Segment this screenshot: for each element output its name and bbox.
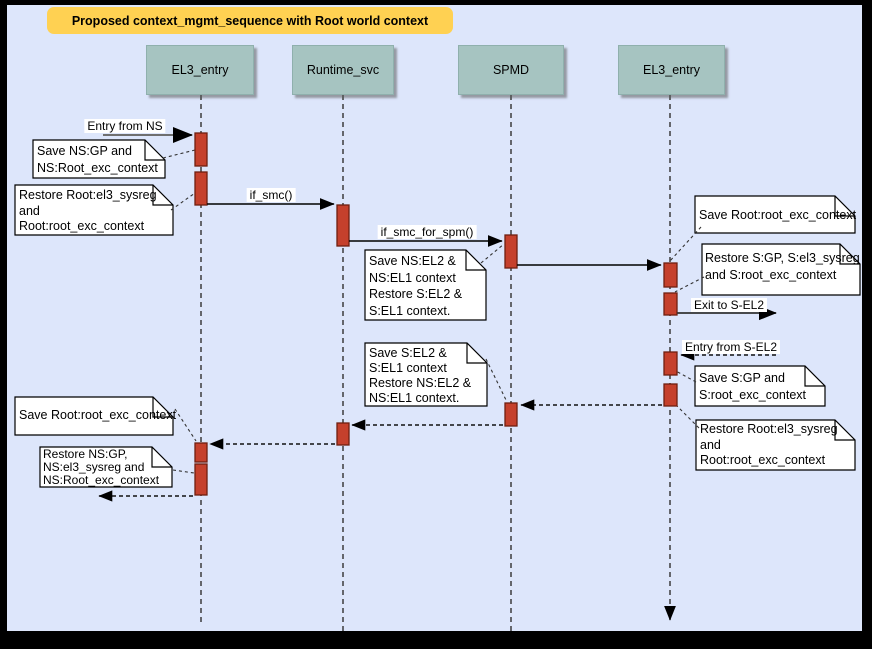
note-connector-8 bbox=[485, 358, 508, 403]
note-connector-6 bbox=[673, 369, 697, 383]
note-text-save-root-exc-2: Save Root:root_exc_context bbox=[19, 408, 177, 422]
note-shapes bbox=[14, 139, 861, 488]
message-label-if-smc: if_smc() bbox=[246, 188, 296, 202]
note-shape-5 bbox=[701, 243, 861, 296]
note-connector-10 bbox=[172, 469, 195, 474]
message-label-entry-from-s-el2: Entry from S-EL2 bbox=[681, 340, 781, 354]
note-fold-4 bbox=[834, 196, 855, 217]
note-text-restore-ns-gp: Restore NS:GP, NS:el3_sysreg and NS:Root… bbox=[43, 447, 160, 488]
note-fold-2 bbox=[152, 185, 173, 206]
activation-bar bbox=[663, 351, 678, 376]
note-fold-9 bbox=[152, 397, 173, 418]
lifeline-label: SPMD bbox=[492, 63, 530, 77]
note-shape-4 bbox=[694, 195, 856, 234]
lifeline-header-el3-entry-left: EL3_entry bbox=[146, 45, 254, 95]
note-connector-5 bbox=[674, 276, 705, 293]
note-fold-8 bbox=[466, 343, 487, 364]
note-fold-7 bbox=[834, 420, 855, 441]
activation-bar bbox=[663, 383, 678, 407]
lifeline-header-spmd: SPMD bbox=[458, 45, 564, 95]
diagram-title: Proposed context_mgmt_sequence with Root… bbox=[47, 7, 453, 34]
activation-bar bbox=[194, 463, 208, 496]
lifeline-label: EL3_entry bbox=[643, 63, 700, 77]
dashed-arrows bbox=[98, 349, 776, 502]
note-connector-2 bbox=[170, 192, 196, 211]
note-connector-3 bbox=[480, 243, 505, 264]
note-connectors bbox=[162, 149, 705, 474]
note-fold-3 bbox=[465, 250, 486, 271]
note-fold-1 bbox=[144, 140, 165, 161]
note-shape-7 bbox=[695, 419, 856, 471]
note-shape-8 bbox=[364, 342, 488, 407]
lifeline-label: Runtime_svc bbox=[306, 63, 380, 77]
note-shape-3 bbox=[364, 249, 487, 321]
lifeline-header-runtime-svc: Runtime_svc bbox=[292, 45, 394, 95]
message-label-exit-to-s-el2: Exit to S-EL2 bbox=[690, 298, 768, 312]
note-fold-5 bbox=[839, 244, 860, 265]
note-shape-2 bbox=[14, 184, 174, 236]
note-text-restore-s-gp: Restore S:GP, S:el3_sysreg and S:root_ex… bbox=[705, 251, 860, 282]
note-text-save-s-el2: Save S:EL2 & S:EL1 context Restore NS:EL… bbox=[369, 346, 472, 405]
lifeline-label: EL3_entry bbox=[171, 63, 229, 77]
activation-bar bbox=[194, 442, 208, 463]
note-fold-10 bbox=[151, 447, 172, 468]
activation-bars bbox=[194, 132, 678, 496]
activation-bar bbox=[336, 422, 350, 446]
note-text-restore-root-el3-sysreg-2: Restore Root:el3_sysreg and Root:root_ex… bbox=[700, 422, 838, 468]
note-connector-9 bbox=[174, 408, 197, 442]
note-text-save-s-gp: Save S:GP and S:root_exc_context bbox=[699, 371, 807, 402]
activation-bar bbox=[504, 402, 518, 427]
note-connector-4 bbox=[668, 226, 702, 263]
note-text-save-root-exc: Save Root:root_exc_context bbox=[699, 208, 857, 222]
activation-bar bbox=[663, 262, 678, 288]
activation-bar bbox=[504, 234, 518, 269]
note-shape-9 bbox=[14, 396, 174, 436]
note-text-save-ns-gp: Save NS:GP and NS:Root_exc_context bbox=[37, 144, 158, 175]
note-shape-10 bbox=[39, 446, 173, 488]
activation-bar bbox=[194, 132, 208, 167]
activation-bar bbox=[194, 171, 208, 206]
note-text-restore-root-el3-sysreg: Restore Root:el3_sysreg and Root:root_ex… bbox=[19, 188, 157, 234]
lifeline-header-el3-entry-right: EL3_entry bbox=[618, 45, 725, 95]
note-text-save-ns-el2: Save NS:EL2 & NS:EL1 context Restore S:E… bbox=[369, 254, 463, 318]
activation-bar bbox=[336, 204, 350, 247]
note-shape-6 bbox=[694, 365, 826, 407]
note-fold-6 bbox=[804, 366, 825, 387]
note-connector-1 bbox=[162, 149, 196, 159]
message-label-if-smc-for-spm: if_smc_for_spm() bbox=[377, 225, 477, 239]
message-label-entry-from-ns: Entry from NS bbox=[84, 119, 166, 133]
note-shape-1 bbox=[32, 139, 166, 179]
activation-bar bbox=[663, 292, 678, 316]
